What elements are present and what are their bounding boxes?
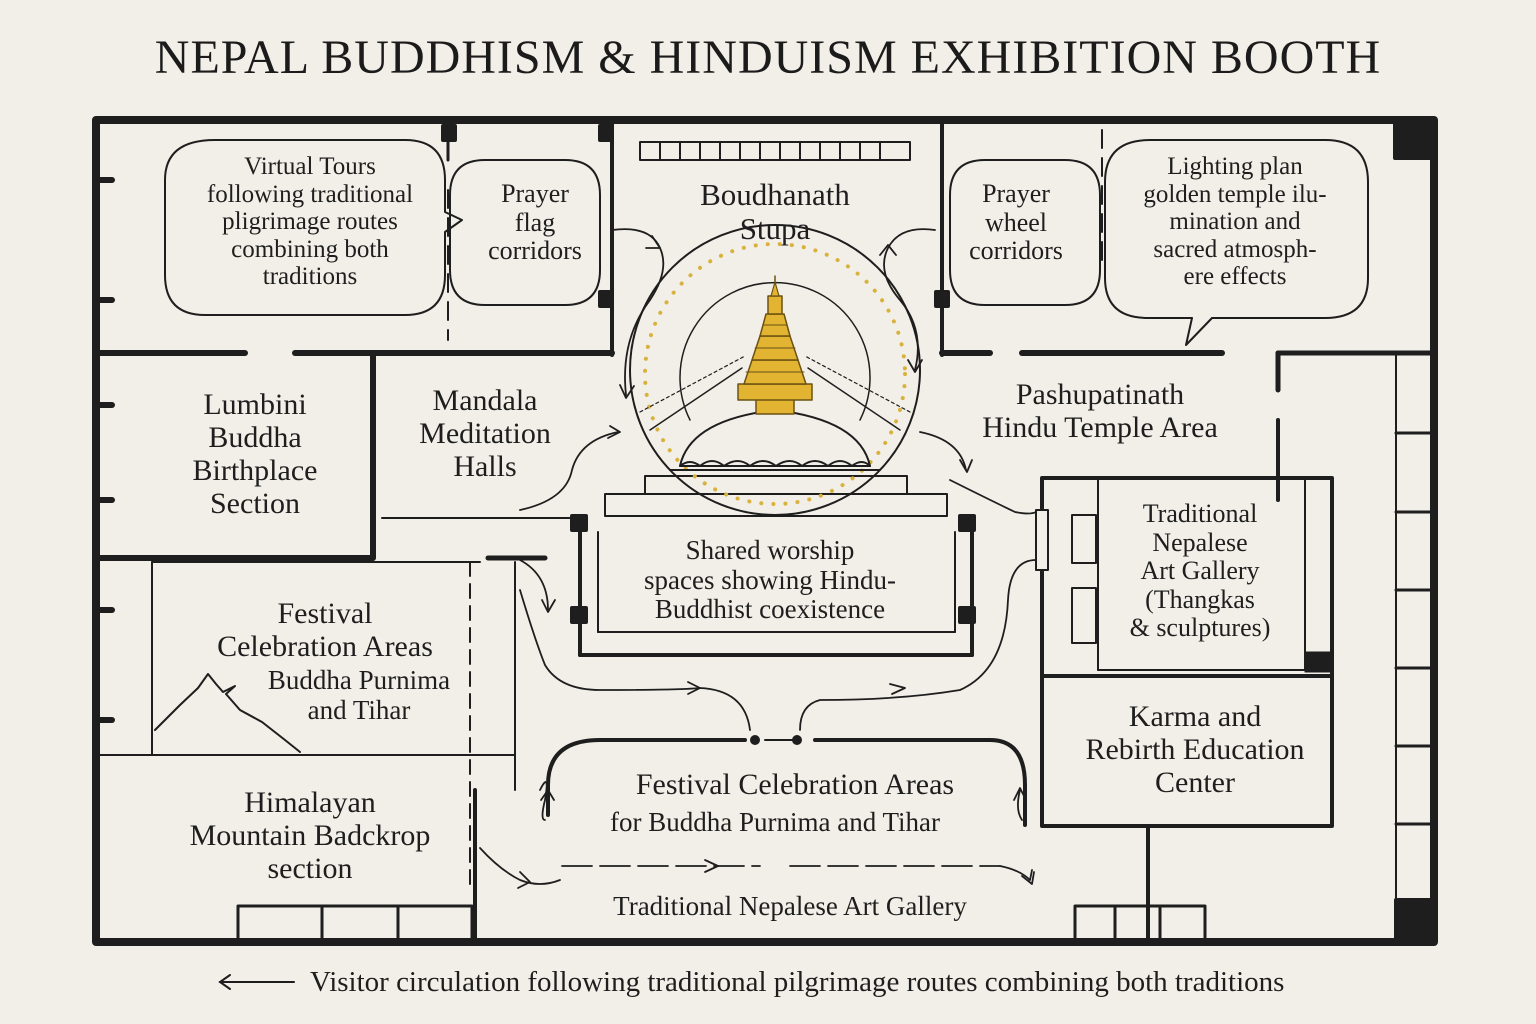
top-right-walls [934,118,1433,357]
festival-center-sub-line: for Buddha Purnima and Tihar [610,807,940,837]
art-gallery-line: Art Gallery [1140,556,1260,586]
festival-left-sub-line: and Tihar [307,694,411,725]
himalayan-line: Mountain Badckrop [189,819,431,852]
festival-left-label: Festival Celebration Areas [180,597,470,663]
left-wall-stubs [93,177,115,723]
mandala-line: Mandala [432,384,538,417]
karma-line: Center [1155,766,1235,799]
pashupatinath-line: Hindu Temple Area [982,411,1218,444]
festival-left-sub-line: Buddha Purnima [267,665,451,695]
festival-left-line: Celebration Areas [217,630,433,663]
prayer-flag-bubble [449,159,601,306]
himalayan-line: section [267,852,353,885]
karma-line: Rebirth Education [1085,733,1305,766]
virtual-tours-line: following traditional [206,180,414,208]
outer-wall [92,116,1438,946]
lumbini-line: Buddha [208,421,302,454]
mandala-line: Halls [453,450,517,483]
lighting-plan-line: golden temple ilu- [1143,180,1327,208]
circulation-paths [479,228,1037,889]
prayer-flag-corridors-label: Prayer flag corridors [462,179,608,266]
festival-left-sub-label: Buddha Purnima and Tihar [248,665,470,725]
lighting-plan-line: ere effects [1183,263,1287,290]
art-gallery-line: (Thangkas [1145,584,1255,614]
shared-worship-enclosure [570,514,976,657]
legend-text: Visitor circulation following traditiona… [310,965,1285,998]
lighting-plan-line: Lighting plan [1167,153,1303,180]
prayer-flag-line: corridors [488,236,582,266]
virtual-tours-label: Virtual Tours following traditional plig… [185,153,435,291]
lighting-plan-label: Lighting plan golden temple ilu- minatio… [1112,153,1358,291]
art-gallery-bottom-label: Traditional Nepalese Art Gallery [570,891,1010,922]
lumbini-line: Section [210,487,300,520]
virtual-tours-line: traditions [262,263,358,290]
right-column-walls [1275,350,1437,942]
festival-center-room [546,735,1027,827]
boudhanath-stupa-label: Boudhanath Stupa [660,177,890,247]
stupa-outer-ring [629,224,921,516]
virtual-tours-line: pligrimage routes [222,208,398,235]
festival-center-label: Festival Celebration Areas [590,768,1000,801]
art-gallery-line: Nepalese [1152,527,1248,557]
page-title: NEPAL BUDDHISM & HINDUISM EXHIBITION BOO… [154,31,1382,84]
prayer-wheel-line: wheel [984,207,1048,237]
art-gallery-line: Traditional [1142,499,1258,528]
art-gallery-right-label: Traditional Nepalese Art Gallery (Thangk… [1110,499,1290,643]
prayer-wheel-corridors-label: Prayer wheel corridors [945,179,1087,266]
bottom-right-walls [1073,824,1207,942]
boudhanath-stupa-icon [639,275,911,471]
shared-worship-line: Buddhist coexistence [654,594,886,625]
himalayan-section-label: Himalayan Mountain Badckrop section [165,786,455,885]
himalayan-line: Himalayan [244,786,376,819]
himalayan-walls [236,788,477,942]
art-gallery-right-room [1035,476,1334,828]
festival-center-sub-label: for Buddha Purnima and Tihar [570,807,980,838]
circulation-legend: Visitor circulation following traditiona… [216,962,1284,1002]
virtual-tours-line: combining both [231,235,389,263]
prayer-flag-line: flag [514,207,556,237]
virtual-tours-line: Virtual Tours [244,153,376,180]
lighting-plan-bubble [1104,139,1369,346]
lighting-plan-line: mination and [1169,208,1301,235]
shared-worship-line: spaces showing Hindu- [644,564,896,595]
virtual-tours-bubble [164,139,463,316]
shared-worship-label: Shared worship spaces showing Hindu- Bud… [620,535,920,625]
prayer-flag-line: Prayer [501,179,569,208]
lighting-plan-line: sacred atmosph- [1153,235,1317,263]
prayer-wheel-bubble [949,159,1101,306]
karma-rebirth-label: Karma and Rebirth Education Center [1060,700,1330,799]
pashupatinath-label: Pashupatinath Hindu Temple Area [960,378,1240,444]
mandala-line: Meditation [419,417,551,450]
karma-line: Karma and [1128,700,1262,733]
lumbini-section-label: Lumbini Buddha Birthplace Section [160,388,350,520]
pashupatinath-line: Pashupatinath [1015,378,1185,411]
prayer-wheel-line: Prayer [982,179,1050,208]
shared-worship-line: Shared worship [685,535,855,565]
lumbini-line: Birthplace [192,454,318,487]
lumbini-line: Lumbini [203,388,307,421]
festival-center-line: Festival Celebration Areas [635,768,955,801]
top-left-walls [93,118,615,357]
festival-left-room [99,561,516,891]
art-gallery-line: & sculptures) [1129,613,1271,643]
top-exhibit-bar [639,141,911,161]
mid-left-walls [93,350,576,561]
boudhanath-line: Boudhanath [700,177,850,212]
stupa-platform [604,475,948,517]
left-arrow-icon [218,974,295,990]
stupa-halo-dots [643,242,907,506]
festival-left-line: Festival [277,597,373,630]
art-gallery-bottom-line: Traditional Nepalese Art Gallery [613,891,967,921]
mountain-icon [154,673,301,753]
mandala-halls-label: Mandala Meditation Halls [395,384,575,483]
boudhanath-line: Stupa [739,211,811,247]
prayer-wheel-line: corridors [969,236,1063,266]
